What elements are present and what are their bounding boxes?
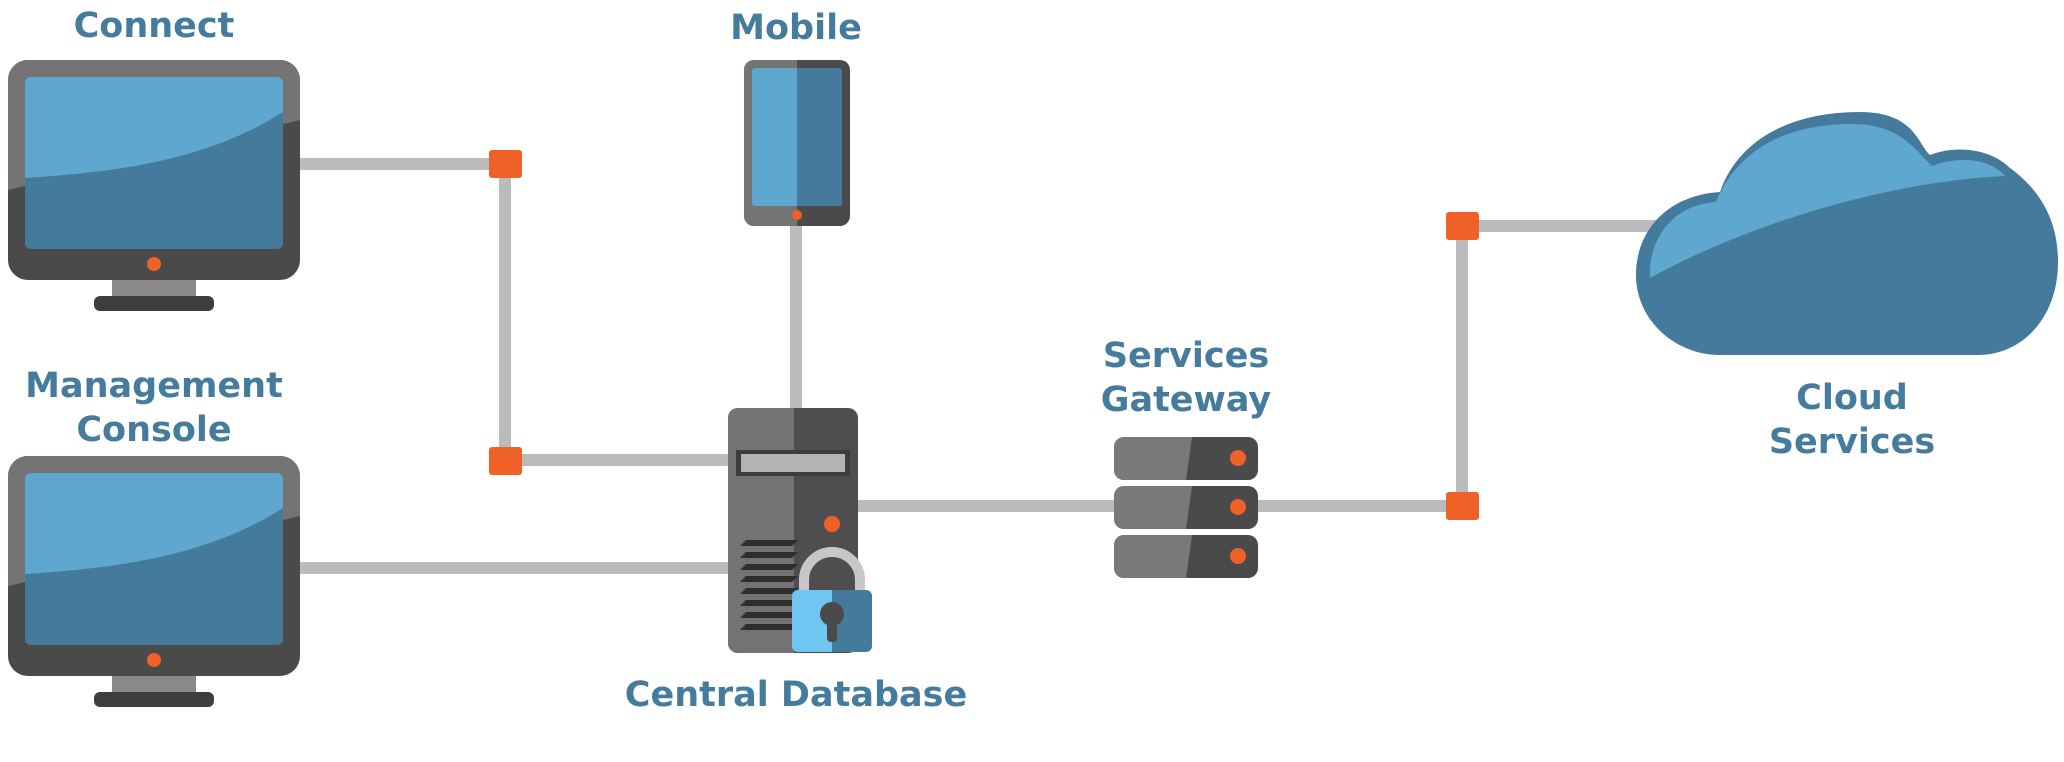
label-cloud-line2: Services [1769, 422, 1935, 462]
label-management-line1: Management [25, 366, 283, 406]
desktop-monitor-icon [7, 456, 300, 707]
server-rack-icon [1114, 437, 1258, 578]
label-gateway-line1: Services [1103, 336, 1269, 376]
desktop-monitor-icon [7, 60, 300, 311]
label-connect: Connect [74, 6, 235, 46]
label-cloud-line1: Cloud [1796, 378, 1908, 418]
junction-node [1446, 212, 1479, 240]
label-gateway-line2: Gateway [1101, 380, 1272, 420]
junction-nodes [489, 150, 1479, 520]
cloud-icon [1636, 112, 2058, 355]
label-central-database: Central Database [625, 675, 967, 715]
tablet-icon [744, 60, 850, 226]
junction-node [489, 150, 522, 178]
connector-lines [298, 158, 1660, 574]
padlock-icon [792, 547, 872, 652]
label-management-line2: Console [76, 410, 231, 450]
label-mobile: Mobile [730, 8, 862, 48]
junction-node [489, 447, 522, 475]
junction-node [1446, 492, 1479, 520]
labels: Connect Mobile Management Console Servic… [25, 6, 1935, 715]
